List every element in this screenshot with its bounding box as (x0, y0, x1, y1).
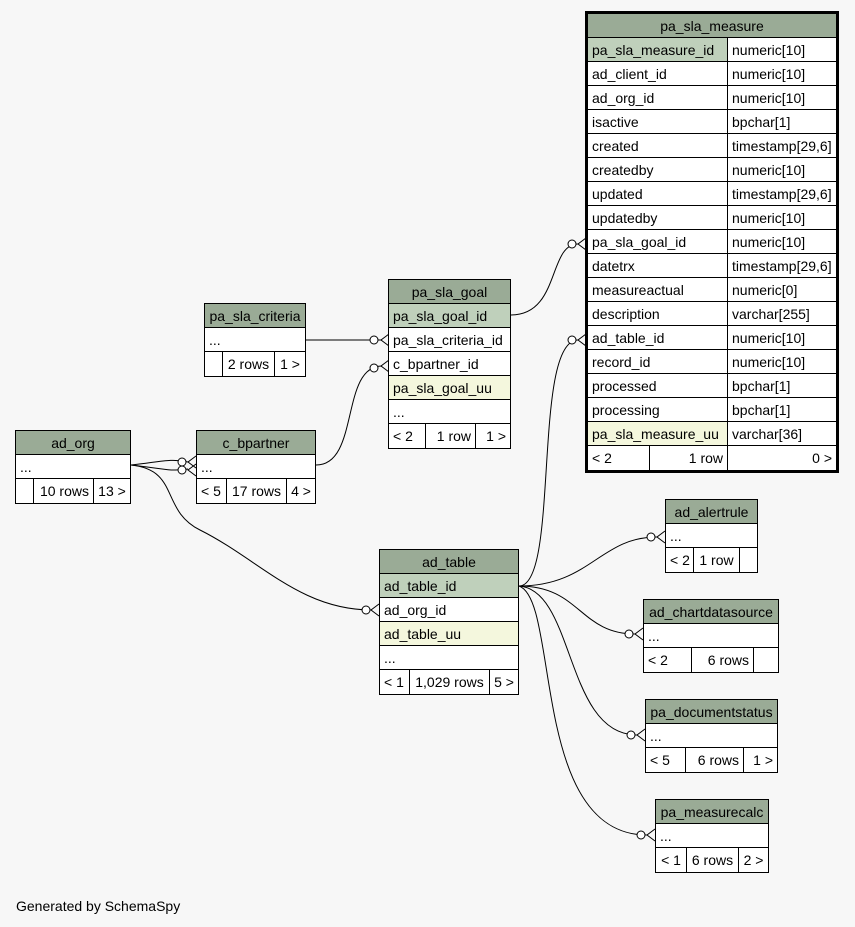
table-ad-chartdatasource[interactable]: ad_chartdatasource ... < 2 6 rows (643, 599, 779, 673)
table-footer: 10 rows 13 > (16, 479, 130, 503)
table-pa-measurecalc[interactable]: pa_measurecalc ... < 1 6 rows 2 > (655, 799, 769, 873)
table-ad-alertrule[interactable]: ad_alertrule ... < 2 1 row (665, 499, 758, 573)
table-pa-sla-goal[interactable]: pa_sla_goal pa_sla_goal_id pa_sla_criter… (388, 279, 511, 449)
table-pa-documentstatus[interactable]: pa_documentstatus ... < 5 6 rows 1 > (645, 699, 778, 773)
generated-by-text: Generated by SchemaSpy (16, 898, 181, 914)
table-title[interactable]: pa_sla_measure (588, 14, 836, 38)
table-ad-org[interactable]: ad_org ... 10 rows 13 > (15, 430, 131, 504)
link-org-table (130, 464, 373, 611)
table-title[interactable]: pa_documentstatus (646, 700, 777, 724)
table-ad-table[interactable]: ad_table ad_table_id ad_org_id ad_table_… (379, 549, 519, 695)
table-title[interactable]: pa_measurecalc (656, 800, 768, 824)
table-footer: < 5 6 rows 1 > (646, 748, 777, 772)
table-title[interactable]: ad_table (380, 550, 518, 574)
column-row: ... (197, 455, 315, 479)
column-row: ... (646, 724, 777, 748)
table-footer: < 2 1 row 0 > (588, 446, 836, 470)
column-row: ... (666, 524, 757, 548)
column-row: pa_sla_goal_id (389, 304, 510, 328)
column-row: ... (205, 328, 305, 352)
column-row: ... (380, 646, 518, 670)
table-title[interactable]: ad_alertrule (666, 500, 757, 524)
link-table-documentstatus (518, 585, 638, 736)
table-title[interactable]: ad_org (16, 431, 130, 455)
column-row: c_bpartner_id (389, 352, 510, 376)
table-footer: < 2 1 row (666, 548, 757, 572)
column-row: ... (656, 824, 768, 848)
column-row: ad_table_id (380, 574, 518, 598)
link-table-alertrule (518, 536, 658, 587)
column-row: ad_org_id (380, 598, 518, 622)
link-bpartner-goal (315, 365, 383, 466)
column-row: ... (389, 400, 510, 424)
table-title[interactable]: pa_sla_criteria (205, 304, 305, 328)
table-title[interactable]: ad_chartdatasource (644, 600, 778, 624)
link-table-measurecalc (518, 585, 648, 836)
link-table-chartdatasource (518, 585, 636, 635)
column-row: pa_sla_criteria_id (389, 328, 510, 352)
table-footer: < 1 1,029 rows 5 > (380, 670, 518, 694)
table-title[interactable]: c_bpartner (197, 431, 315, 455)
link-table-measure (518, 339, 579, 587)
table-title[interactable]: pa_sla_goal (389, 280, 510, 304)
table-c-bpartner[interactable]: c_bpartner ... < 5 17 rows 4 > (196, 430, 316, 504)
link-goal-measure (510, 243, 579, 316)
table-footer: < 2 6 rows (644, 648, 778, 672)
column-row: ad_table_uu (380, 622, 518, 646)
table-pa-sla-criteria[interactable]: pa_sla_criteria ... 2 rows 1 > (204, 303, 306, 377)
column-row: ... (644, 624, 778, 648)
column-row: pa_sla_goal_uu (389, 376, 510, 400)
table-footer: 2 rows 1 > (205, 352, 305, 376)
column-row: ... (16, 455, 130, 479)
table-footer: < 2 1 row 1 > (389, 424, 510, 448)
table-footer: < 1 6 rows 2 > (656, 848, 768, 872)
table-footer: < 5 17 rows 4 > (197, 479, 315, 503)
